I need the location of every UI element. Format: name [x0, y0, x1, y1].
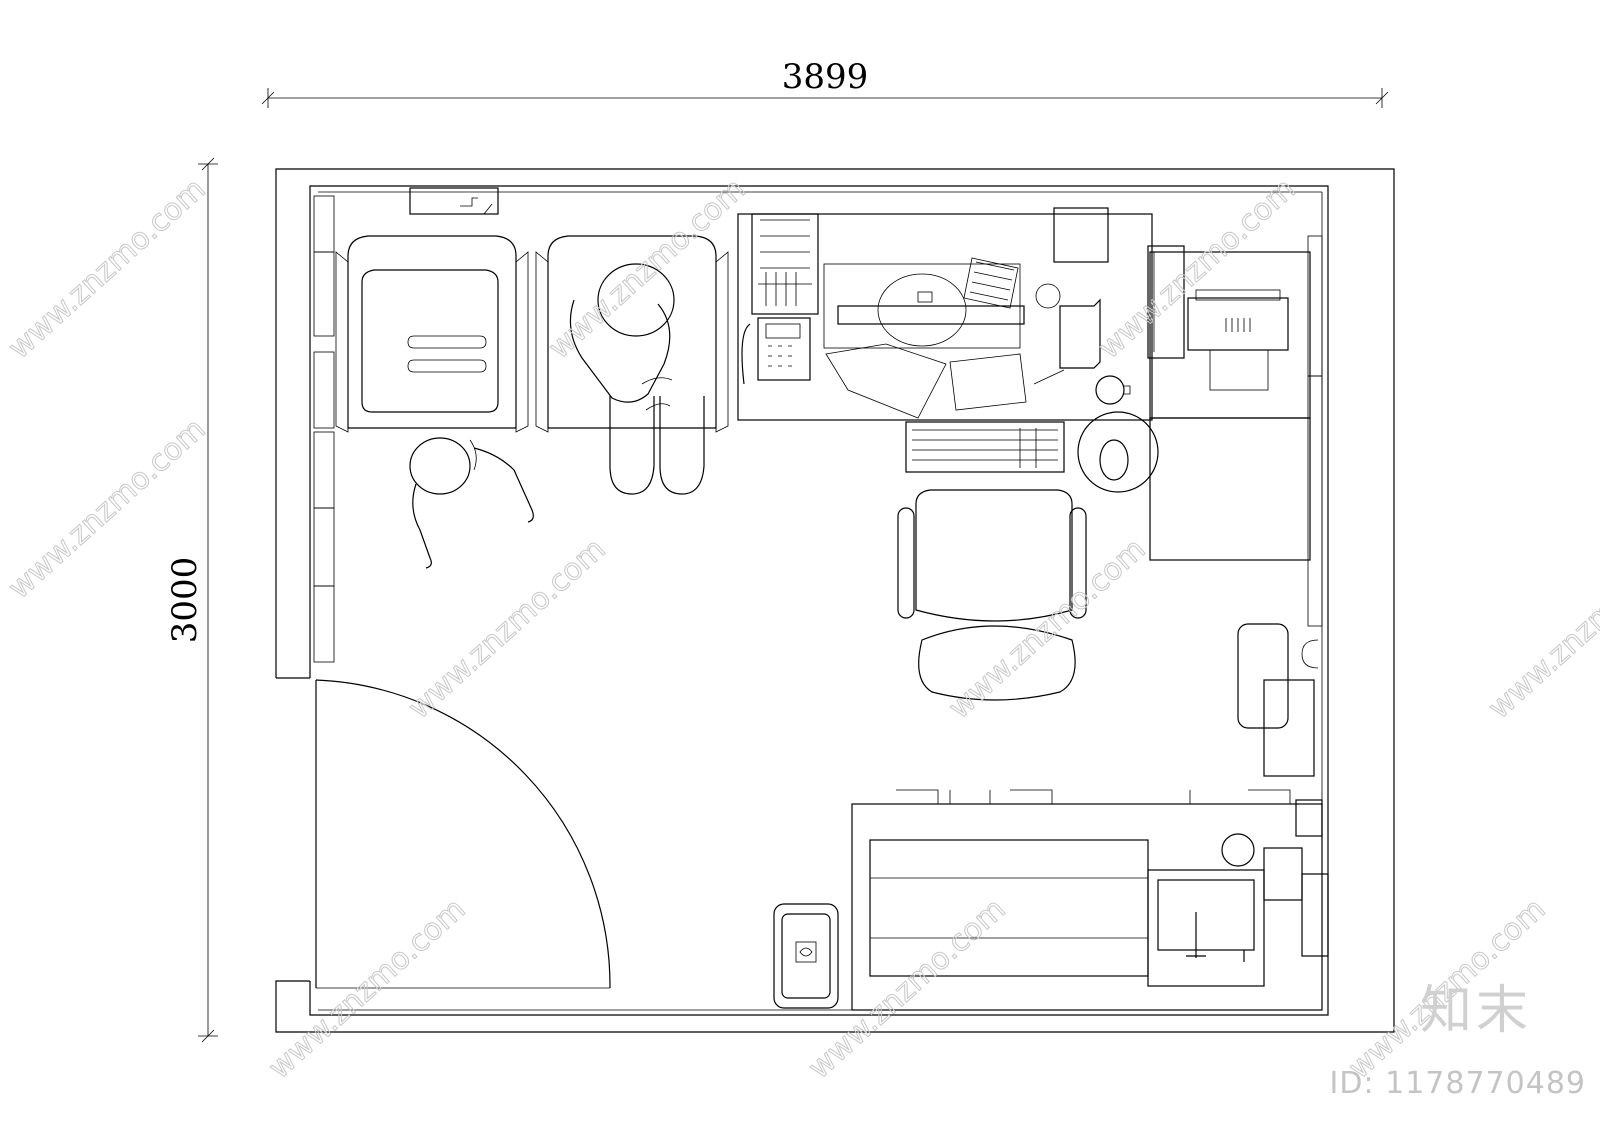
watermark-text: www.znzmo.com [942, 532, 1152, 726]
watermark-text: www.znzmo.com [2, 172, 212, 366]
printer-cabinet [1147, 245, 1311, 561]
width-label: 3899 [782, 57, 869, 97]
watermark-layer: www.znzmo.com www.znzmo.com www.znzmo.co… [1, 171, 1600, 1086]
watermark-text: www.znzmo.com [802, 892, 1012, 1086]
watermark-text: www.znzmo.com [402, 532, 612, 726]
office-chair [897, 489, 1087, 701]
door [315, 679, 611, 989]
watermark-text: www.znzmo.com [1482, 532, 1600, 726]
height-label: 3000 [165, 557, 205, 644]
watermark-text: www.znzmo.com [542, 172, 752, 366]
watermark-text: www.znzmo.com [262, 892, 472, 1086]
dimension-height: 3000 [165, 157, 218, 1043]
armchair-right [535, 235, 729, 433]
image-id-label: ID: 1178770489 [1329, 1066, 1586, 1101]
sink-counter [851, 789, 1323, 1011]
waste-bin [773, 903, 839, 1009]
dimension-width: 3899 [261, 57, 1389, 108]
armchair-left [335, 235, 529, 433]
wall-fixtures-right [1237, 623, 1329, 957]
brand-watermark: 知末 [1419, 981, 1532, 1041]
desk [737, 207, 1159, 493]
person-standing [409, 437, 534, 569]
watermark-text: www.znzmo.com [1092, 172, 1302, 366]
person-seated [569, 263, 705, 495]
wall-cabinet-top [409, 187, 499, 215]
